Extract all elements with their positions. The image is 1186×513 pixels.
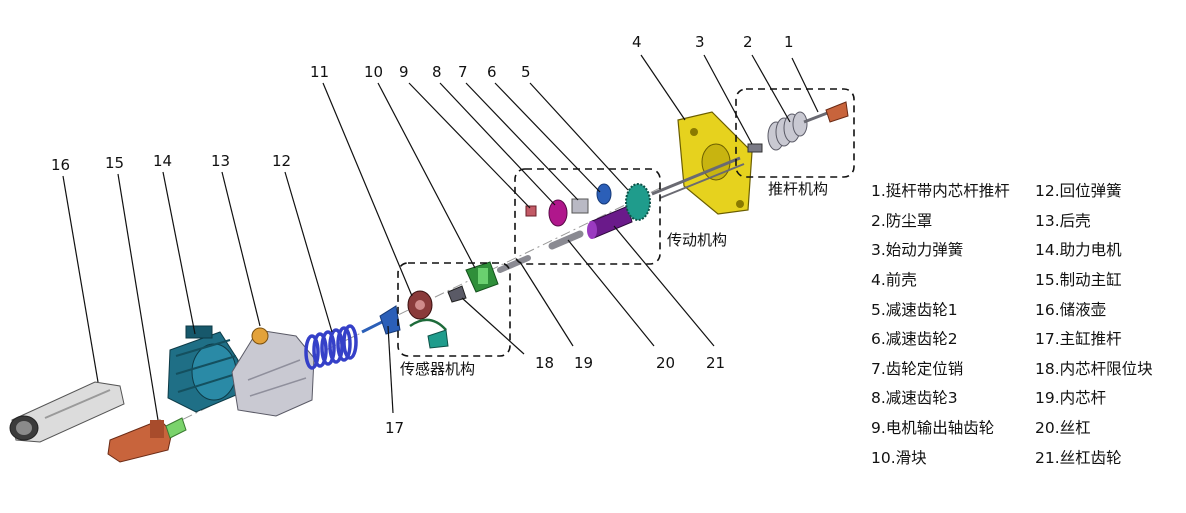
- part-reduction-gear-2: [596, 183, 612, 205]
- part-leadscrew-gear: [587, 205, 633, 239]
- callout-18: 18: [535, 354, 554, 372]
- leader-11: [322, 82, 413, 297]
- part-front-housing: [651, 111, 753, 215]
- legend-item-16: 16.储液壶: [1035, 301, 1107, 319]
- part-sensor-assembly: [407, 285, 467, 349]
- leader-14: [162, 171, 196, 335]
- part-motor-output-gear: [525, 205, 537, 217]
- leader-21: [613, 225, 715, 347]
- legend-item-13: 13.后壳: [1035, 212, 1091, 230]
- leader-5: [529, 82, 629, 191]
- group-label-push-rod: 推杆机构: [768, 180, 828, 198]
- leader-1: [791, 57, 819, 113]
- legend-item-3: 3.始动力弹簧: [871, 241, 964, 259]
- leader-20: [567, 239, 655, 347]
- leader-4: [640, 54, 686, 121]
- callout-16: 16: [51, 156, 70, 174]
- leader-16: [62, 175, 99, 383]
- callout-12: 12: [272, 152, 291, 170]
- group-label-transmission: 传动机构: [667, 231, 727, 249]
- legend-item-19: 19.内芯杆: [1035, 389, 1107, 407]
- legend-item-15: 15.制动主缸: [1035, 271, 1122, 289]
- legend-item-1: 1.挺杆带内芯杆推杆: [871, 182, 1010, 200]
- part-starting-spring: [747, 143, 763, 153]
- legend-item-2: 2.防尘罩: [871, 212, 933, 230]
- callout-21: 21: [706, 354, 725, 372]
- callout-10: 10: [364, 63, 383, 81]
- leader-2: [751, 54, 791, 123]
- callout-2: 2: [743, 33, 753, 51]
- sensor-mechanism-box: [397, 262, 511, 357]
- legend-item-21: 21.丝杠齿轮: [1035, 449, 1122, 467]
- callout-13: 13: [211, 152, 230, 170]
- leader-18: [461, 297, 525, 355]
- callout-19: 19: [574, 354, 593, 372]
- legend-item-18: 18.内芯杆限位块: [1035, 360, 1153, 378]
- callout-1: 1: [784, 33, 794, 51]
- legend-item-7: 7.齿轮定位销: [871, 360, 964, 378]
- part-inner-core-rod: [497, 255, 531, 273]
- part-dust-cover: [767, 111, 808, 151]
- part-gear-pin: [571, 198, 589, 214]
- callout-15: 15: [105, 154, 124, 172]
- callout-17: 17: [385, 419, 404, 437]
- part-rear-housing: [231, 327, 315, 417]
- legend-item-8: 8.减速齿轮3: [871, 389, 958, 407]
- leader-3: [703, 54, 753, 145]
- part-slider: [465, 261, 499, 293]
- legend-item-5: 5.减速齿轮1: [871, 301, 958, 319]
- leader-8: [439, 82, 556, 206]
- part-assist-motor: [167, 325, 239, 413]
- callout-4: 4: [632, 33, 642, 51]
- leader-13: [221, 171, 261, 327]
- group-label-sensor: 传感器机构: [400, 360, 475, 378]
- part-reduction-gear-1: [625, 183, 651, 221]
- callout-3: 3: [695, 33, 705, 51]
- callout-14: 14: [153, 152, 172, 170]
- callout-20: 20: [656, 354, 675, 372]
- part-leadscrew: [548, 230, 584, 250]
- part-master-cylinder: [107, 417, 187, 463]
- part-return-spring: [304, 324, 358, 370]
- leader-19: [519, 261, 574, 347]
- callout-numbers: 1 2 3 4 5 6 7 8 9 10 11 12 13 14 15 16 1…: [51, 33, 794, 437]
- legend-item-6: 6.减速齿轮2: [871, 330, 958, 348]
- callout-8: 8: [432, 63, 442, 81]
- callout-5: 5: [521, 63, 531, 81]
- legend-item-10: 10.滑块: [871, 449, 927, 467]
- callout-9: 9: [399, 63, 409, 81]
- leader-9: [408, 82, 531, 209]
- legend-item-4: 4.前壳: [871, 271, 917, 289]
- legend-item-9: 9.电机输出轴齿轮: [871, 419, 995, 437]
- callout-7: 7: [458, 63, 468, 81]
- leader-17: [387, 325, 394, 414]
- legend-item-14: 14.助力电机: [1035, 241, 1122, 259]
- legend-item-12: 12.回位弹簧: [1035, 182, 1122, 200]
- legend-item-20: 20.丝杠: [1035, 419, 1091, 437]
- callout-11: 11: [310, 63, 329, 81]
- leader-15: [117, 173, 159, 421]
- part-master-push-rod: [361, 305, 401, 335]
- legend-item-17: 17.主缸推杆: [1035, 330, 1122, 348]
- part-push-rod: [803, 101, 849, 124]
- leader-lines: [62, 54, 819, 421]
- leader-10: [377, 82, 476, 269]
- leader-12: [284, 171, 333, 333]
- leader-7: [465, 82, 579, 201]
- part-reservoir: [9, 381, 125, 443]
- part-reduction-gear-3: [548, 199, 568, 227]
- callout-6: 6: [487, 63, 497, 81]
- leader-6: [494, 82, 601, 193]
- push-rod-mechanism-box: [735, 88, 855, 178]
